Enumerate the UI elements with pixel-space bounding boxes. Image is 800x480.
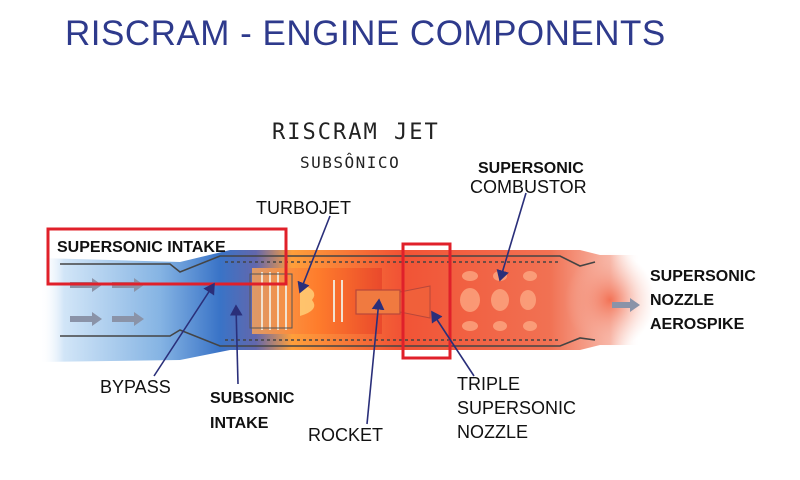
label-triple-1: TRIPLE bbox=[457, 374, 520, 394]
label-bypass: BYPASS bbox=[100, 377, 171, 397]
supersonic-intake-highlight bbox=[46, 227, 288, 286]
label-supersonic-intake: SUPERSONIC INTAKE bbox=[57, 239, 226, 256]
label-nozzle-2: NOZZLE bbox=[650, 292, 714, 309]
engine-casing bbox=[60, 255, 596, 347]
label-triple-2: SUPERSONIC bbox=[457, 398, 576, 418]
label-nozzle-1: SUPERSONIC bbox=[650, 268, 756, 285]
label-turbojet: TURBOJET bbox=[256, 198, 351, 218]
label-triple-3: NOZZLE bbox=[457, 422, 528, 442]
label-rocket: ROCKET bbox=[308, 425, 383, 445]
label-nozzle-3: AEROSPIKE bbox=[650, 316, 745, 333]
label-subsonic-intake-1: SUBSONIC bbox=[210, 390, 295, 407]
slide-title: RISCRAM - ENGINE COMPONENTS bbox=[65, 14, 666, 53]
diagram-subheading: SUBSÔNICO bbox=[300, 153, 400, 172]
combustor-shocks bbox=[460, 271, 537, 331]
label-subsonic-intake-2: INTAKE bbox=[210, 415, 269, 432]
label-supersonic-combustor-1: SUPERSONIC bbox=[478, 160, 584, 177]
triple-nozzle-highlight bbox=[401, 242, 452, 360]
intake-flow-arrows bbox=[70, 278, 640, 326]
rocket-chamber bbox=[355, 285, 431, 319]
label-supersonic-combustor-2: COMBUSTOR bbox=[470, 177, 587, 197]
diagram-heading: RISCRAM JET bbox=[272, 120, 440, 145]
pointer-lines bbox=[153, 192, 527, 425]
